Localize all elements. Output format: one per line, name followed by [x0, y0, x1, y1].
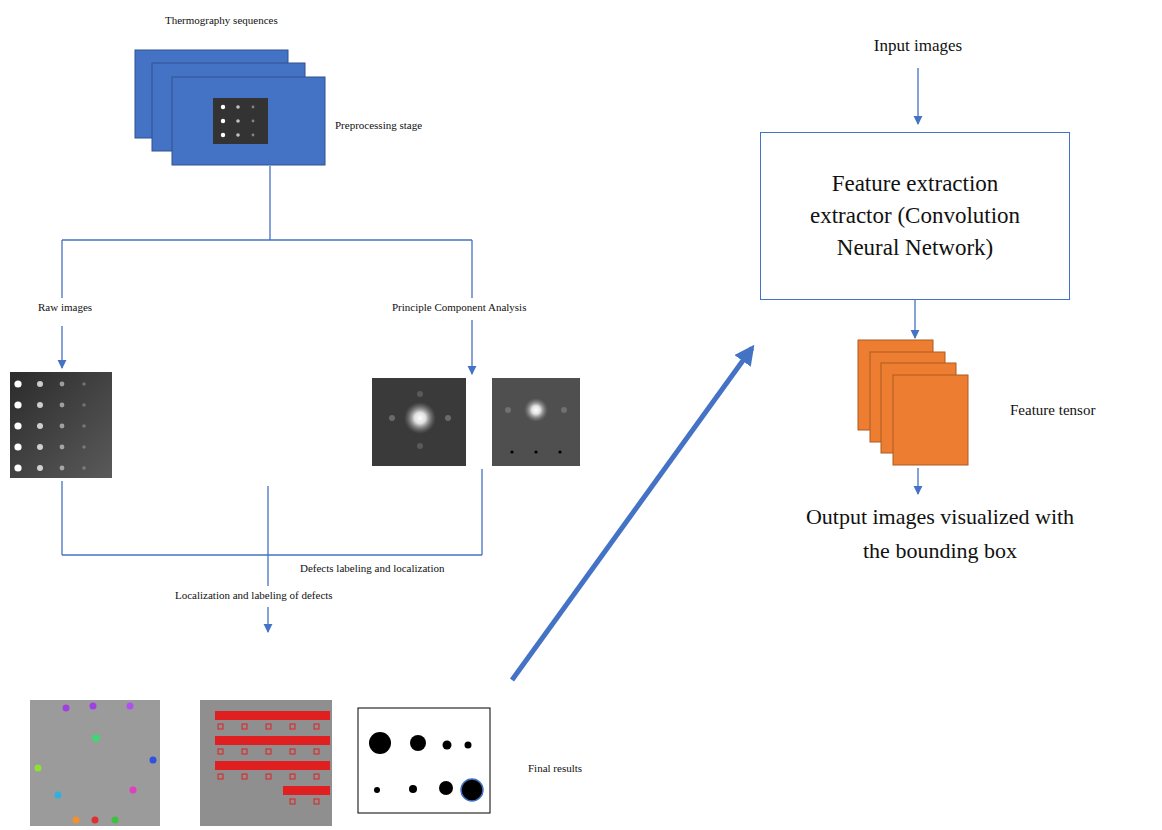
- bounding-box: [242, 774, 247, 779]
- thermal-dot: [37, 381, 43, 387]
- pca-image-1: [372, 378, 466, 466]
- labeled-defects-image: [30, 700, 160, 826]
- bounding-box: [218, 724, 223, 729]
- thermal-dot: [82, 445, 86, 449]
- thermography-stack: [135, 50, 325, 165]
- thermal-dot: [236, 105, 240, 109]
- pca-image-2: [492, 378, 580, 466]
- bounding-box: [314, 749, 319, 754]
- text-label: Output images visualized with the boundi…: [805, 500, 1075, 568]
- bounding-box: [290, 799, 295, 804]
- thermal-dot: [221, 119, 225, 123]
- text-label: Defects labeling and localization: [300, 562, 444, 574]
- thermal-dot: [82, 424, 86, 428]
- thermal-dot: [37, 465, 43, 471]
- thermal-dot: [82, 382, 86, 386]
- bounding-box: [314, 799, 319, 804]
- thermal-dot: [37, 444, 43, 450]
- text-label: Raw images: [38, 301, 92, 313]
- thermal-dot: [60, 382, 65, 387]
- thermal-dot: [252, 106, 255, 109]
- bounding-box: [290, 774, 295, 779]
- thermal-dot: [60, 424, 65, 429]
- raw-image: [10, 372, 112, 478]
- thermal-dot: [14, 401, 21, 408]
- thermal-dot: [60, 445, 65, 450]
- thermal-dot: [14, 422, 21, 429]
- node-text: Feature tensor: [1010, 402, 1095, 419]
- thermal-dot: [60, 466, 65, 471]
- bounding-box: [290, 749, 295, 754]
- image-stack: Thermography sequences: [135, 50, 325, 165]
- thermal-dot: [82, 403, 86, 407]
- thermal-dot: [37, 423, 43, 429]
- bounding-box: [266, 749, 271, 754]
- thermal-dot: [252, 134, 255, 137]
- thermal-dot: [82, 466, 86, 470]
- thermal-dot: [14, 380, 21, 387]
- text-label: Preprocessing stage: [335, 119, 422, 131]
- thermal-dot: [221, 105, 225, 109]
- tensor-stack: Feature tensor: [858, 340, 968, 465]
- thermal-dot: [236, 119, 240, 123]
- text-label: Principle Component Analysis: [392, 301, 526, 313]
- text-label: Final results: [528, 762, 582, 774]
- bounding-box: [290, 724, 295, 729]
- bounding-box: [314, 774, 319, 779]
- bounding-box: [218, 774, 223, 779]
- process-box: Feature extraction extractor (Convolutio…: [760, 132, 1070, 300]
- feature-tensor-stack: [858, 340, 968, 465]
- bounding-box: [242, 724, 247, 729]
- thermal-dot: [14, 464, 21, 471]
- bounding-box: [314, 724, 319, 729]
- thermal-dot: [14, 443, 21, 450]
- thermal-dot: [236, 133, 240, 137]
- bounding-box: [266, 724, 271, 729]
- bounding-box-image: [200, 700, 332, 826]
- bounding-box: [266, 774, 271, 779]
- node-text: Feature extraction extractor (Convolutio…: [808, 168, 1023, 265]
- text-label: Localization and labeling of defects: [175, 589, 333, 601]
- node-text: Thermography sequences: [165, 14, 278, 26]
- text-label: Input images: [874, 36, 962, 56]
- flow-arrow: [914, 300, 915, 338]
- thermal-dot: [221, 133, 225, 137]
- thermal-dot: [37, 402, 43, 408]
- defect-map-image: [358, 708, 490, 813]
- bounding-box: [242, 749, 247, 754]
- thermal-dot: [60, 403, 65, 408]
- bounding-box: [218, 749, 223, 754]
- thermal-dot: [252, 120, 255, 123]
